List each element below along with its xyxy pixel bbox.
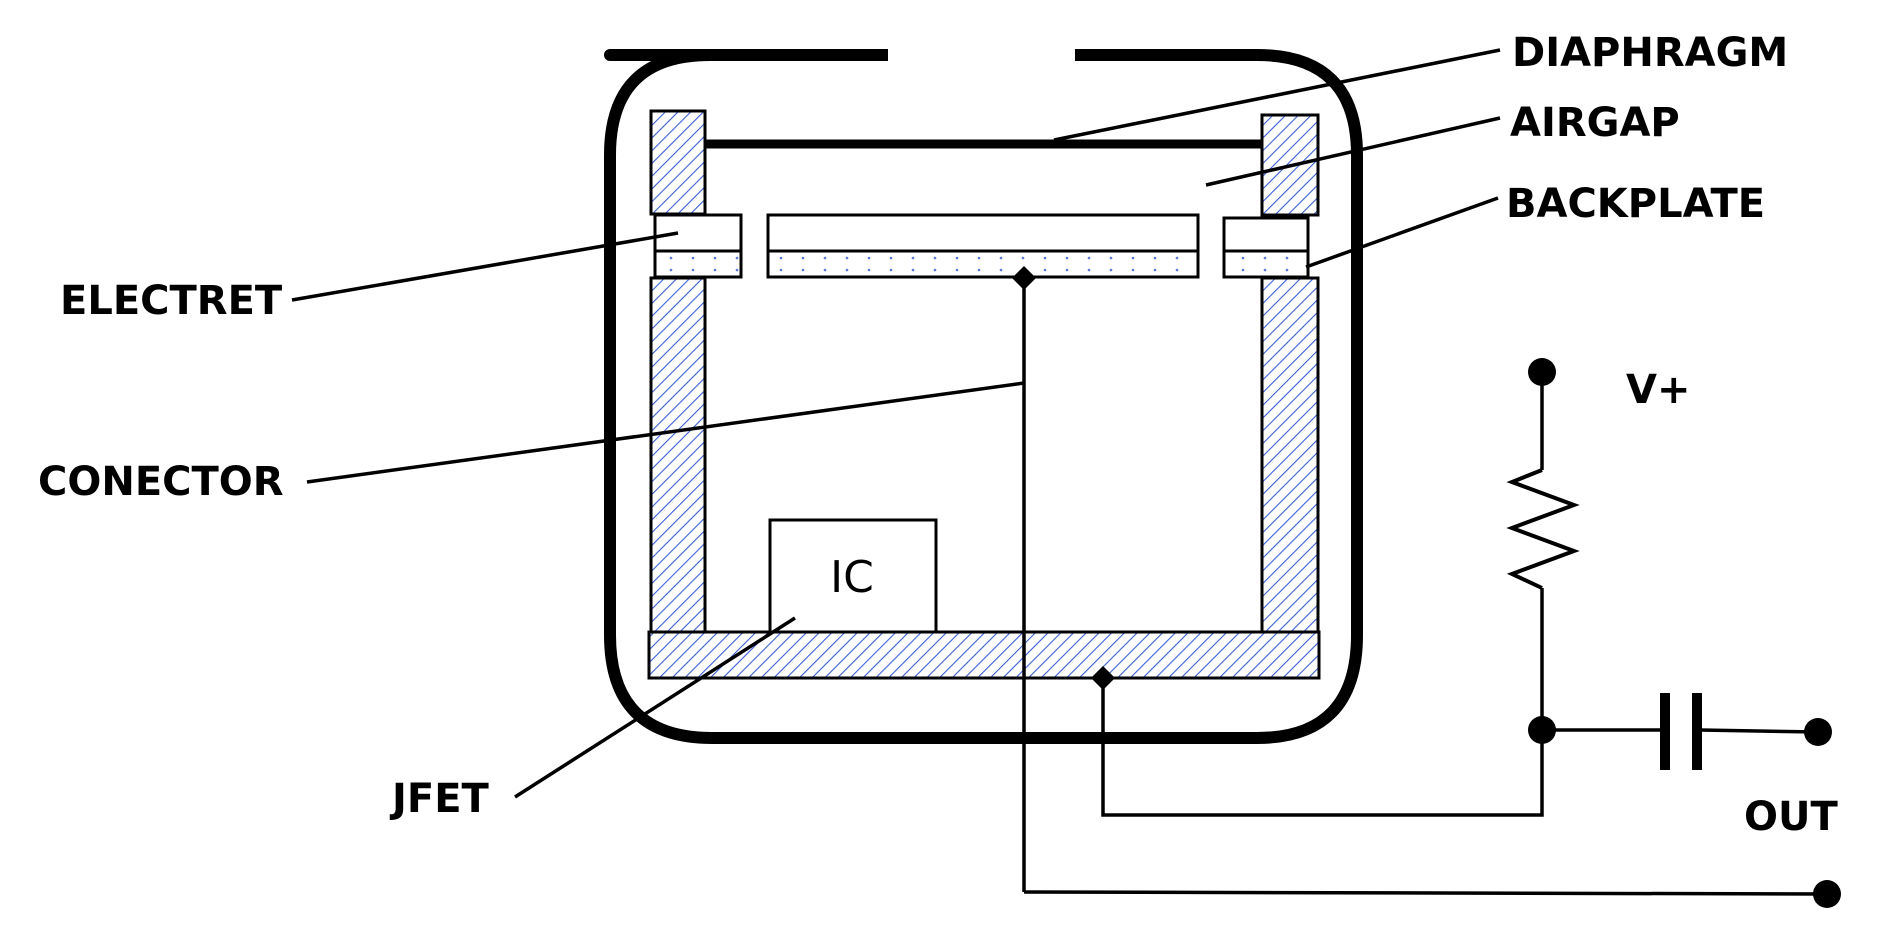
- diaphragm-label: DIAPHRAGM: [1512, 30, 1788, 76]
- backplate-leader: [1305, 196, 1499, 269]
- cap-wire-right: [1699, 728, 1819, 734]
- right-wall-lower: [1260, 276, 1320, 636]
- base-plate: [647, 630, 1321, 680]
- electret-center: [766, 249, 1200, 279]
- resistor: [1506, 468, 1580, 590]
- electret-label: ELECTRET: [60, 278, 283, 324]
- electret-leader: [291, 231, 679, 302]
- electret-right: [1222, 249, 1310, 279]
- conector-leader: [306, 381, 1025, 484]
- airgap-label: AIRGAP: [1510, 100, 1680, 146]
- left-wall-upper: [649, 109, 707, 216]
- backplate-right: [1222, 216, 1310, 253]
- airgap-leader: [1205, 116, 1501, 187]
- out-terminal: [1804, 718, 1832, 746]
- vplus-label: V+: [1626, 367, 1690, 413]
- vplus-terminal: [1528, 358, 1556, 386]
- electret-left: [653, 249, 743, 279]
- ground-terminal: [1813, 880, 1841, 908]
- ground-wire: [1023, 890, 1828, 896]
- base-node: [1091, 666, 1115, 690]
- left-wall-lower: [649, 276, 707, 636]
- ic-chip-label: IC: [830, 552, 874, 603]
- capsule-housing: [604, 49, 1363, 744]
- conector-label: CONECTOR: [38, 459, 284, 505]
- backplate-center: [766, 213, 1200, 253]
- out-label: OUT: [1744, 794, 1838, 840]
- ic-chip: [768, 518, 938, 634]
- jfet-label: JFET: [389, 776, 490, 822]
- backplate-label: BACKPLATE: [1506, 181, 1765, 227]
- jfet-output-wire: [1101, 678, 1544, 817]
- diaphragm-leader: [1053, 48, 1501, 142]
- jfet-leader: [514, 616, 796, 799]
- connector-node: [1012, 266, 1036, 290]
